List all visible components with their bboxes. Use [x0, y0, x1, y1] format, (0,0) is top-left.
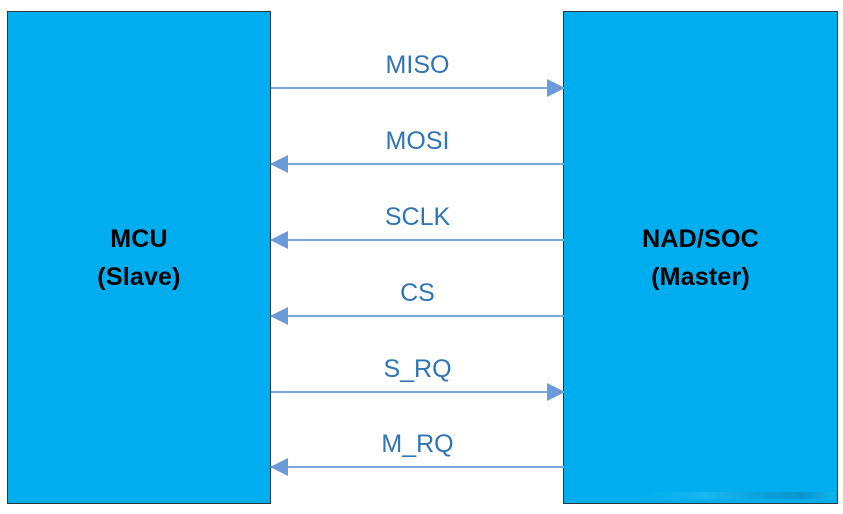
signal-line-sclk	[271, 239, 564, 241]
block-nad-soc-title: NAD/SOC	[642, 224, 759, 253]
arrow-right-icon	[547, 79, 565, 97]
signal-line-miso	[271, 87, 564, 89]
signal-label-sclk: SCLK	[384, 203, 451, 231]
arrow-left-icon	[270, 231, 288, 249]
block-mcu[interactable]: MCU (Slave)	[7, 11, 271, 504]
signal-line-mosi	[271, 163, 564, 165]
signal-line-m-rq	[271, 466, 564, 468]
arrow-left-icon	[270, 458, 288, 476]
block-nad-soc-role: (Master)	[651, 262, 750, 291]
block-mcu-role: (Slave)	[97, 262, 181, 291]
block-nad-soc[interactable]: NAD/SOC (Master)	[563, 11, 838, 504]
arrow-right-icon	[547, 383, 565, 401]
arrow-left-icon	[270, 307, 288, 325]
signal-label-cs: CS	[400, 279, 435, 307]
arrow-left-icon	[270, 155, 288, 173]
signal-label-mosi: MOSI	[385, 127, 450, 155]
signal-line-s-rq	[271, 391, 564, 393]
signal-label-s-rq: S_RQ	[383, 355, 452, 383]
signal-line-cs	[271, 315, 564, 317]
block-mcu-title: MCU	[110, 224, 168, 253]
signal-label-miso: MISO	[385, 51, 450, 79]
signal-label-m-rq: M_RQ	[381, 430, 454, 458]
